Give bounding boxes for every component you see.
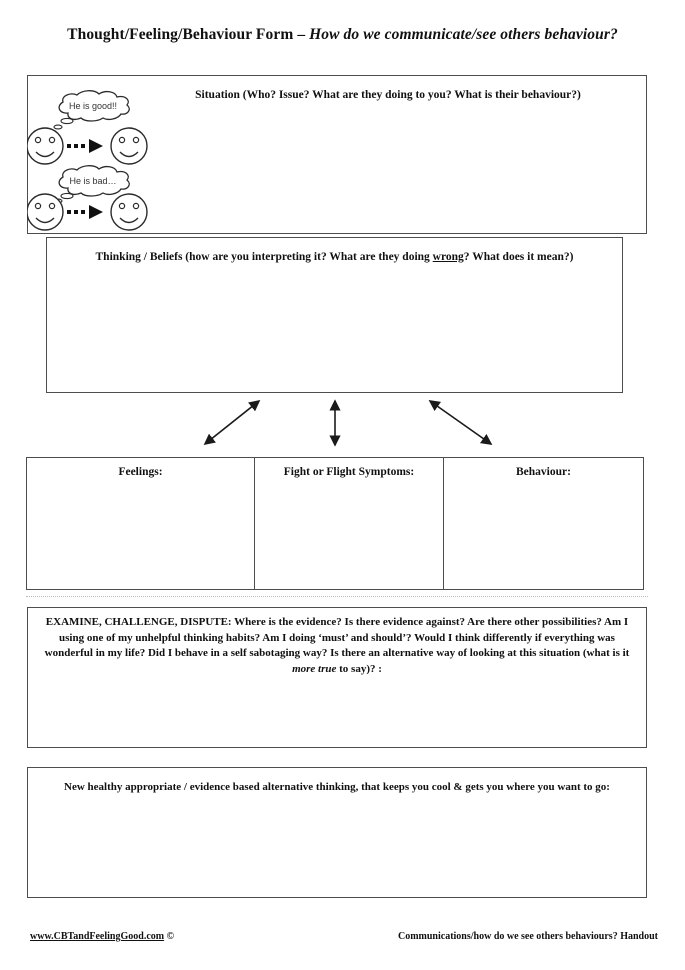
situation-header: Situation (Who? Issue? What are they doi… [195,89,581,101]
fight-or-flight-column: Fight or Flight Symptoms: [255,458,444,589]
smiley-face-icon [110,193,148,231]
smiley-face-icon [110,127,148,165]
bidirectional-arrow-right [428,400,493,445]
bubble-good-label: He is good!! [69,101,117,111]
thought-bubble-bad-icon: He is bad… [53,165,130,204]
behaviour-column: Behaviour: [444,458,643,589]
dotted-arrow-icon [67,139,103,153]
feelings-column: Feelings: [27,458,255,589]
thinking-header-part2: ? What does it mean?) [463,251,574,263]
thinking-header-part1: Thinking / Beliefs (how are you interpre… [95,251,433,263]
behaviour-label: Behaviour: [516,466,571,478]
new-thinking-box: New healthy appropriate / evidence based… [27,767,647,898]
dotted-arrow-icon [67,205,103,219]
thought-bubble-good-icon: He is good!! [53,90,130,130]
perception-illustration: He is good!! He is bad… [27,90,148,231]
smiley-face-icon [27,193,64,231]
thinking-beliefs-header: Thinking / Beliefs (how are you interpre… [57,251,612,263]
thinking-header-underlined-word: wrong [432,251,464,263]
copyright-symbol: © [164,931,175,942]
title-emphasis: How do we communicate/see others behavio… [309,26,618,43]
examine-text: EXAMINE, CHALLENGE, DISPUTE: Where is th… [28,608,646,677]
website-link[interactable]: www.CBTandFeelingGood.com [30,931,165,942]
examine-text-part1: EXAMINE, CHALLENGE, DISPUTE: Where is th… [44,616,630,660]
footer-right: Communications/how do we see others beha… [397,931,658,942]
response-table: Feelings: Fight or Flight Symptoms: Beha… [26,457,644,590]
feelings-label: Feelings: [118,466,163,478]
bidirectional-arrow-left [203,399,261,446]
page-title: Thought/Feeling/Behaviour Form – How do … [0,26,685,44]
smiley-face-icon [27,127,64,165]
connector-arrows [203,399,493,447]
examine-challenge-dispute-box: EXAMINE, CHALLENGE, DISPUTE: Where is th… [27,607,647,748]
page-footer: www.CBTandFeelingGood.com © Communicatio… [30,931,658,942]
examine-text-part2: to say)? : [336,662,382,675]
footer-left: www.CBTandFeelingGood.com © [30,931,174,942]
title-main: Thought/Feeling/Behaviour Form – [67,26,310,43]
divider-line [26,596,648,597]
bubble-bad-label: He is bad… [69,176,116,186]
examine-text-emphasis: more true [292,662,337,675]
thinking-beliefs-box: Thinking / Beliefs (how are you interpre… [46,237,623,393]
fight-or-flight-label: Fight or Flight Symptoms: [283,466,415,478]
new-thinking-header: New healthy appropriate / evidence based… [64,781,610,793]
